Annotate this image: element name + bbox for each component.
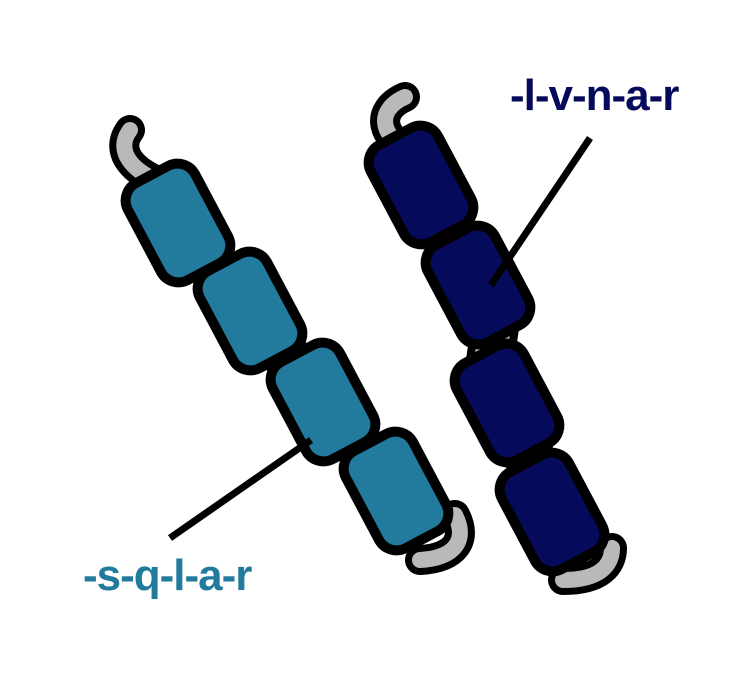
pointer-line-right [488, 136, 593, 287]
helix-band [494, 447, 610, 577]
helix-label-right: -l-v-n-a-r [510, 71, 679, 120]
helix-band [338, 426, 454, 556]
helix-right [363, 82, 627, 595]
helix-band [363, 120, 479, 250]
helix-left [109, 115, 475, 575]
helix-band [420, 220, 536, 350]
ribbon-tail-bottom-fill [412, 507, 468, 568]
helix-label-left: -s-q-l-a-r [83, 551, 252, 600]
pointer-line-left [168, 437, 313, 541]
ribbon-tail-bottom-fill [555, 540, 620, 588]
helix-band [449, 338, 565, 468]
